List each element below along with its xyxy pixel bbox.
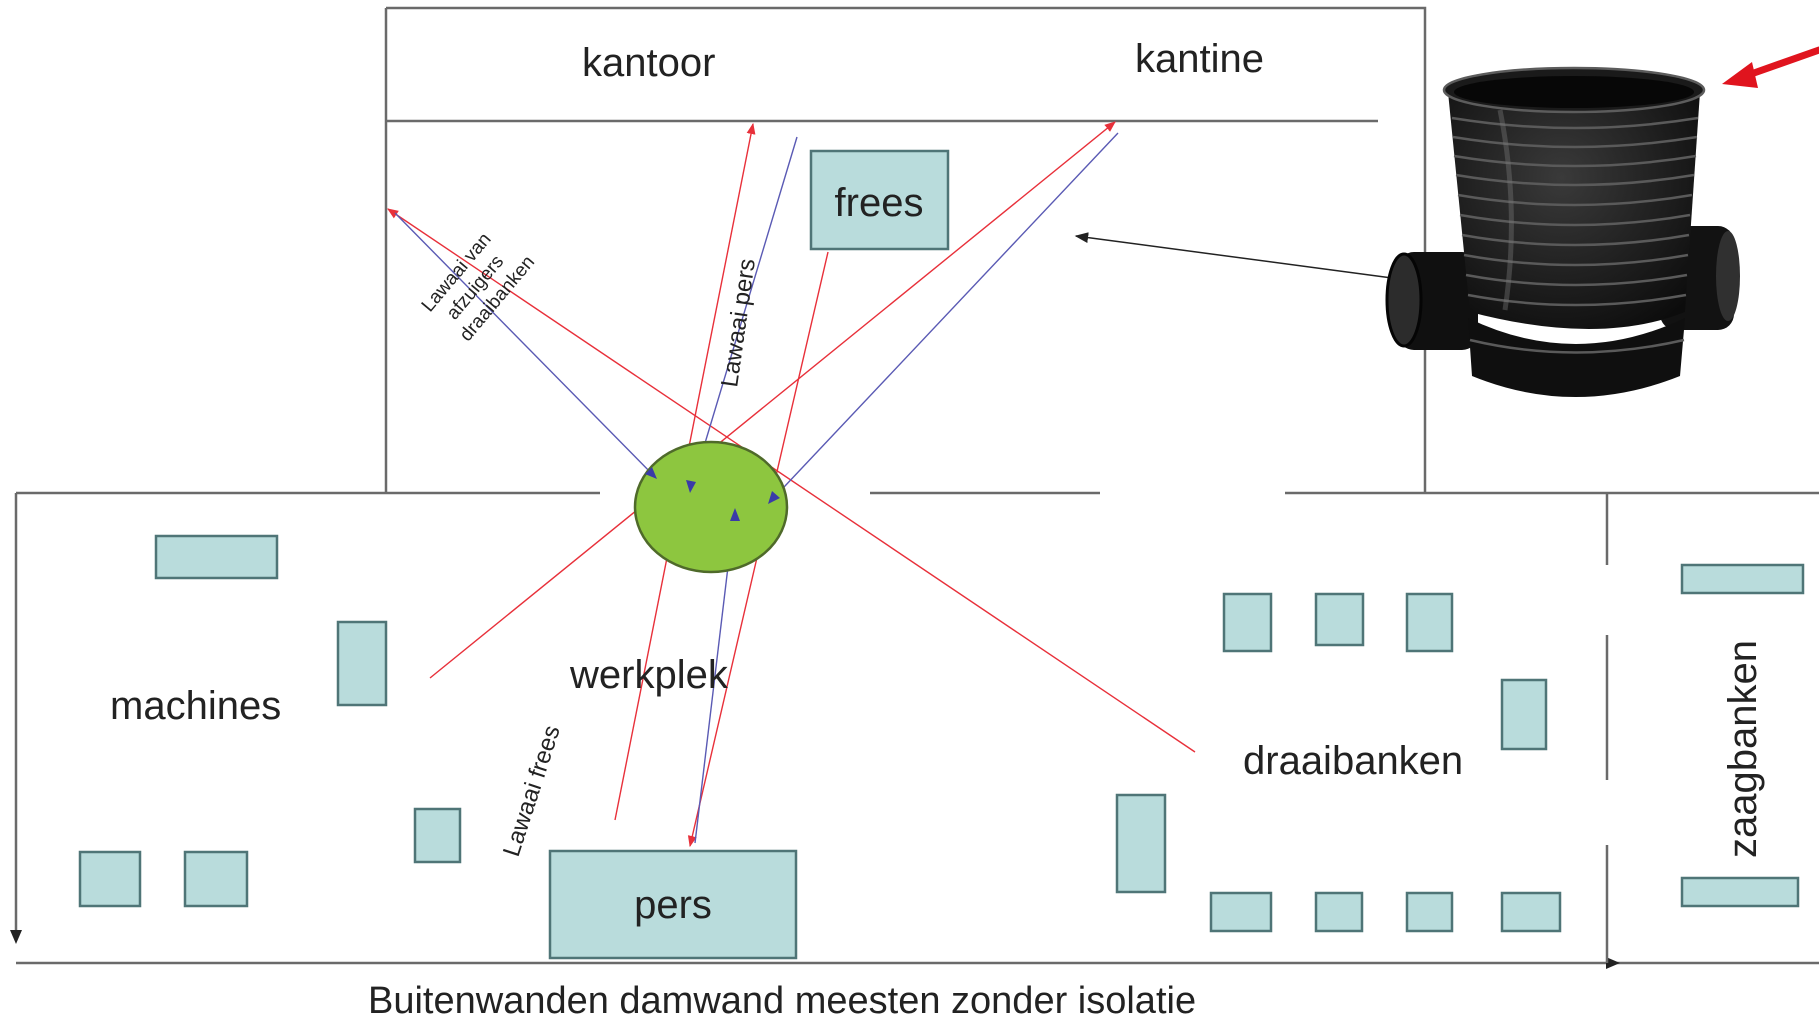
machine-block: [78, 850, 142, 908]
machine-block: [413, 807, 462, 864]
machine-block: [183, 850, 249, 908]
lathe-block: [1500, 891, 1562, 933]
draaibanken-label: draaibanken: [1243, 739, 1463, 783]
lathe-block: [1209, 891, 1273, 933]
photo-pointer-arrow: [1074, 232, 1393, 279]
pers-box: [548, 849, 798, 960]
lathe-block: [1115, 793, 1167, 894]
zaagbanken-label: zaagbanken: [1721, 640, 1765, 858]
saw-benches-group: [1680, 563, 1805, 908]
werkplek-label: werkplek: [569, 653, 729, 697]
machines-right-group: [1115, 592, 1562, 933]
noise-line-afzuigers: [394, 212, 658, 480]
saw-bench-block: [1680, 563, 1805, 595]
red-arrow-head: [1722, 62, 1758, 88]
lathe-block: [1405, 592, 1454, 653]
noise-line-pers-top: [688, 136, 798, 495]
saw-bench-block: [1680, 876, 1800, 908]
sump-pit-photo: [1385, 66, 1740, 397]
noise-line-kantine: [767, 132, 1119, 505]
machines-left-group: [78, 534, 462, 908]
pers-label: pers: [634, 883, 712, 927]
machine-block: [154, 534, 279, 580]
lathe-block: [1314, 891, 1364, 933]
frees-box: [809, 149, 950, 251]
machines-label: machines: [110, 684, 281, 728]
machine-block: [336, 620, 388, 707]
lathe-block: [1405, 891, 1454, 933]
workspot-ellipse: [633, 440, 789, 574]
noise-lines-red: [387, 121, 1196, 848]
lathe-block: [1314, 592, 1365, 647]
noise-line-to-corner: [387, 208, 1196, 753]
footer-caption: Buitenwanden damwand meesten zonder isol…: [368, 980, 1196, 1022]
arrowheads-over-workspot: [645, 467, 780, 521]
kantoor-label: kantoor: [582, 41, 715, 85]
frees-label: frees: [835, 181, 924, 225]
noise-line-to-kantine: [429, 121, 1116, 679]
lathe-block: [1500, 678, 1548, 751]
kantine-label: kantine: [1135, 37, 1264, 81]
frees-noise-label: Lawaai frees: [498, 722, 566, 860]
lathe-block: [1222, 592, 1273, 653]
